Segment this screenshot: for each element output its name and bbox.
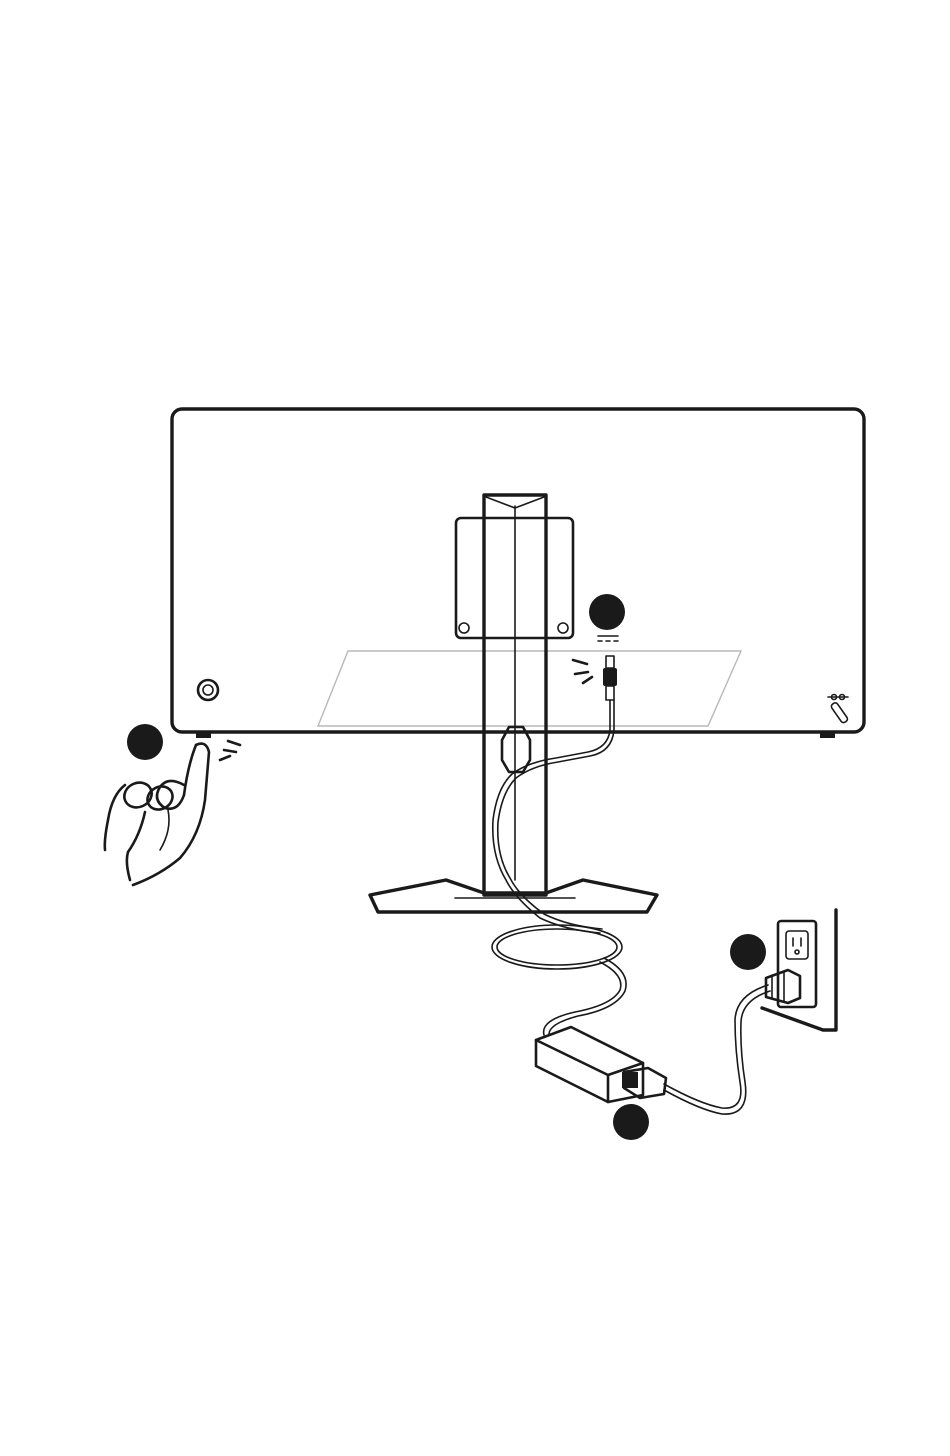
step-badge-2 (589, 594, 625, 630)
wall-outlet (762, 910, 836, 1030)
step-badge-3 (730, 934, 766, 970)
monitor-back (172, 409, 864, 738)
power-adapter (536, 1027, 666, 1102)
ac-cable (664, 985, 770, 1114)
kensington-lock-icon (828, 695, 849, 724)
hand-pressing-button (105, 741, 240, 885)
step-badge-4 (613, 1104, 649, 1140)
dc-power-icon (598, 636, 618, 641)
dc-cable (492, 700, 626, 1035)
power-button-icon[interactable] (198, 680, 218, 700)
dc-plug (573, 656, 617, 700)
step-badge-1 (127, 724, 163, 760)
